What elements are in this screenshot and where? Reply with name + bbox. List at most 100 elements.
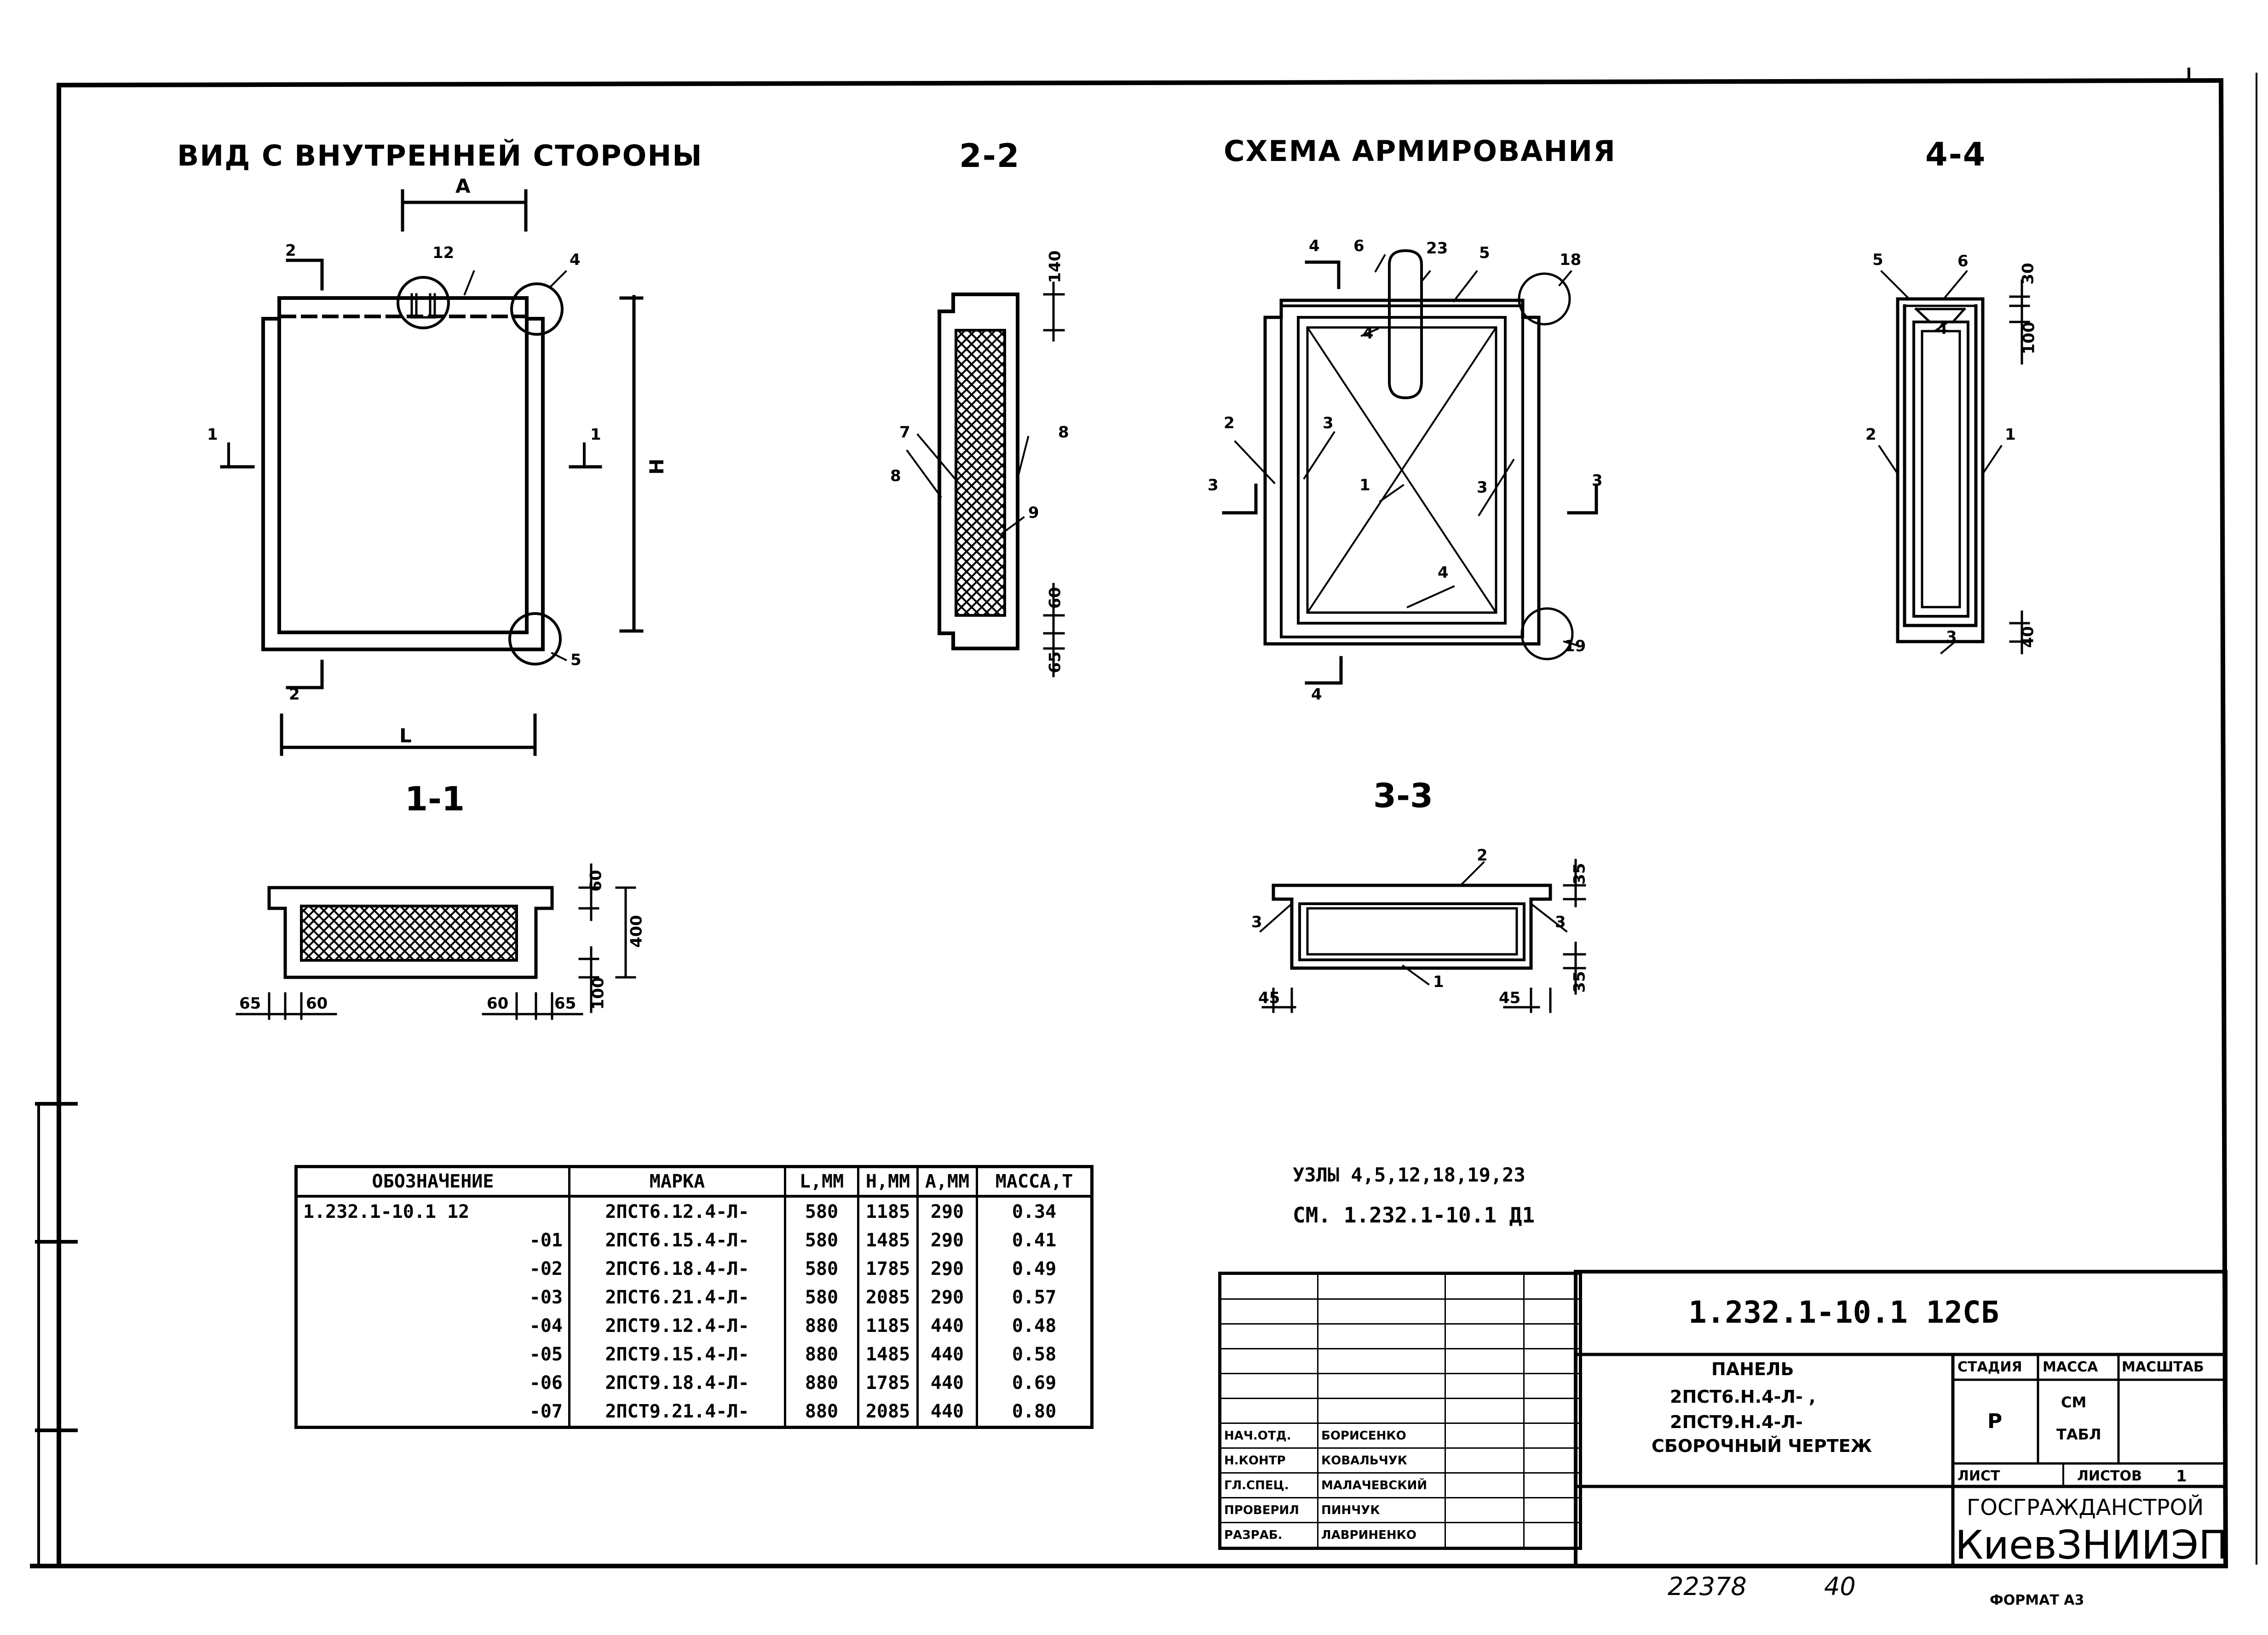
dim-140: 140 (1046, 250, 1065, 283)
position-7: 7 (899, 423, 910, 442)
notes-line-2: СМ. 1.232.1-10.1 Д1 (1293, 1203, 1535, 1228)
table-row: -03 2ПСТ6.21.4-Л- 580 2085 290 0.57 (295, 1283, 1092, 1312)
signature-mark (1445, 1497, 1525, 1523)
drawing-name-line-2: 2ПСТ6.Н.4-Л- , (1670, 1387, 1816, 1407)
section-2-2-title: 2-2 (959, 137, 1020, 175)
section-2-2 (906, 281, 1065, 677)
table-row: -01 2ПСТ6.15.4-Л- 580 1485 290 0.41 (295, 1226, 1092, 1255)
position-8-left: 8 (890, 467, 901, 485)
dim-60: 60 (1046, 587, 1065, 609)
drawing-name-line-1: ПАНЕЛЬ (1711, 1359, 1794, 1379)
inner-view-title: ВИД С ВНУТРЕННЕЙ СТОРОНЫ (177, 139, 703, 172)
s44-dim-40: 40 (2019, 626, 2038, 648)
s33-dim-45-right: 45 (1499, 989, 1521, 1007)
drawing-designation: 1.232.1-10.1 12СБ (1688, 1295, 1999, 1330)
drawing-name-line-4: СБОРОЧНЫЙ ЧЕРТЕЖ (1652, 1436, 1872, 1456)
signature-mark (1445, 1447, 1525, 1474)
cut-3-right: 3 (1592, 471, 1603, 490)
s33-pos-3-right: 3 (1555, 913, 1566, 931)
dimension-a-label: А (455, 175, 471, 197)
signature-row: РАЗРАБ.ЛАВРИНЕНКО (1219, 1522, 1581, 1549)
s33-pos-3-left: 3 (1251, 913, 1262, 931)
signature-mark (1445, 1522, 1525, 1549)
inner-side-view (220, 189, 644, 756)
pos-19: 19 (1564, 637, 1586, 655)
column-header: Н,ММ (857, 1166, 918, 1198)
table-header-row: ОБОЗНАЧЕНИЕ МАРКА L,ММ Н,ММ А,ММ МАССА,Т (295, 1166, 1092, 1198)
column-header: МАССА,Т (976, 1166, 1092, 1198)
s11-dim-60-top: 60 (587, 870, 605, 892)
s44-dim-30: 30 (2019, 263, 2038, 285)
sheets-label: ЛИСТОВ (2077, 1468, 2142, 1484)
signature-row: НАЧ.ОТД.БОРИСЕНКО (1219, 1423, 1581, 1449)
pos-2: 2 (1224, 414, 1235, 432)
pos-4-top: 4 (1363, 324, 1374, 343)
section-3-3 (1259, 859, 1586, 1013)
signature-mark (1445, 1423, 1525, 1449)
s44-dim-100: 100 (2020, 321, 2038, 355)
cut-3-left: 3 (1208, 476, 1219, 494)
dimension-h-label: Н (645, 458, 668, 475)
s11-dim-60-right: 60 (487, 994, 509, 1013)
pos-3-left: 3 (1323, 414, 1334, 432)
position-9: 9 (1028, 504, 1039, 522)
pos-1: 1 (1359, 476, 1370, 494)
reinforcement-scheme (1222, 249, 1598, 685)
s33-dim-45-left: 45 (1258, 989, 1280, 1007)
stage-value: Р (1987, 1410, 2003, 1433)
reinforcement-title: СХЕМА АРМИРОВАНИЯ (1224, 134, 1616, 168)
cut-2-bottom: 2 (289, 685, 300, 704)
s11-dim-100: 100 (589, 977, 608, 1010)
s44-pos-3: 3 (1946, 628, 1957, 646)
position-8-right: 8 (1058, 423, 1069, 442)
pos-23: 23 (1426, 239, 1448, 258)
signature-row: ГЛ.СПЕЦ.МАЛАЧЕВСКИЙ (1219, 1472, 1581, 1498)
drawing-name-line-3: 2ПСТ9.Н.4-Л- (1670, 1412, 1803, 1432)
pos-4-bottom: 4 (1438, 563, 1449, 582)
s11-dim-65-right: 65 (554, 994, 576, 1013)
table-row: -06 2ПСТ9.18.4-Л- 880 1785 440 0.69 (295, 1369, 1092, 1397)
table-row: -02 2ПСТ6.18.4-Л- 580 1785 290 0.49 (295, 1255, 1092, 1283)
column-header: L,ММ (784, 1166, 858, 1198)
column-header: МАРКА (568, 1166, 785, 1198)
s33-dim-35-bottom: 35 (1570, 971, 1589, 993)
s44-pos-4: 4 (1937, 320, 1948, 338)
cut-4-top: 4 (1309, 237, 1320, 255)
cut-4-bottom: 4 (1311, 685, 1322, 704)
page-number: 40 (1824, 1572, 1856, 1601)
format-label: ФОРМАТ А3 (1990, 1592, 2084, 1608)
dimension-l-label: L (399, 724, 412, 747)
section-1-1-title: 1-1 (405, 780, 465, 818)
s44-pos-1: 1 (2005, 425, 2016, 444)
table-row: -07 2ПСТ9.21.4-Л- 880 2085 440 0.80 (295, 1397, 1092, 1428)
callout-5: 5 (570, 651, 581, 669)
section-4-4 (1878, 270, 2030, 654)
inventory-number: 22378 (1668, 1572, 1747, 1601)
section-4-4-title: 4-4 (1925, 136, 1986, 173)
s11-dim-65-left: 65 (239, 994, 261, 1013)
cut-1-right: 1 (590, 425, 601, 444)
scale-label: МАСШТАБ (2122, 1359, 2204, 1375)
s11-dim-60-left: 60 (306, 994, 328, 1013)
pos-18: 18 (1560, 251, 1582, 269)
callout-12: 12 (432, 244, 455, 262)
organization-line-2: КиевЗНИИЭП (1955, 1522, 2228, 1568)
sheets-value: 1 (2176, 1467, 2187, 1486)
specification-table: ОБОЗНАЧЕНИЕ МАРКА L,ММ Н,ММ А,ММ МАССА,Т… (294, 1165, 1094, 1429)
table-row: -04 2ПСТ9.12.4-Л- 880 1185 440 0.48 (295, 1312, 1092, 1340)
s11-dim-400: 400 (627, 915, 646, 948)
cut-1-left: 1 (207, 425, 218, 444)
mass-value-1: СМ (2061, 1394, 2087, 1411)
organization-line-1: ГОСГРАЖДАНСТРОЙ (1967, 1495, 2204, 1520)
section-3-3-title: 3-3 (1373, 776, 1433, 815)
s44-pos-2: 2 (1865, 425, 1877, 444)
cut-2-top: 2 (285, 241, 296, 260)
dim-65: 65 (1046, 651, 1065, 673)
column-header: А,ММ (916, 1166, 977, 1198)
callout-4: 4 (570, 251, 581, 269)
stage-label: СТАДИЯ (1957, 1359, 2022, 1375)
